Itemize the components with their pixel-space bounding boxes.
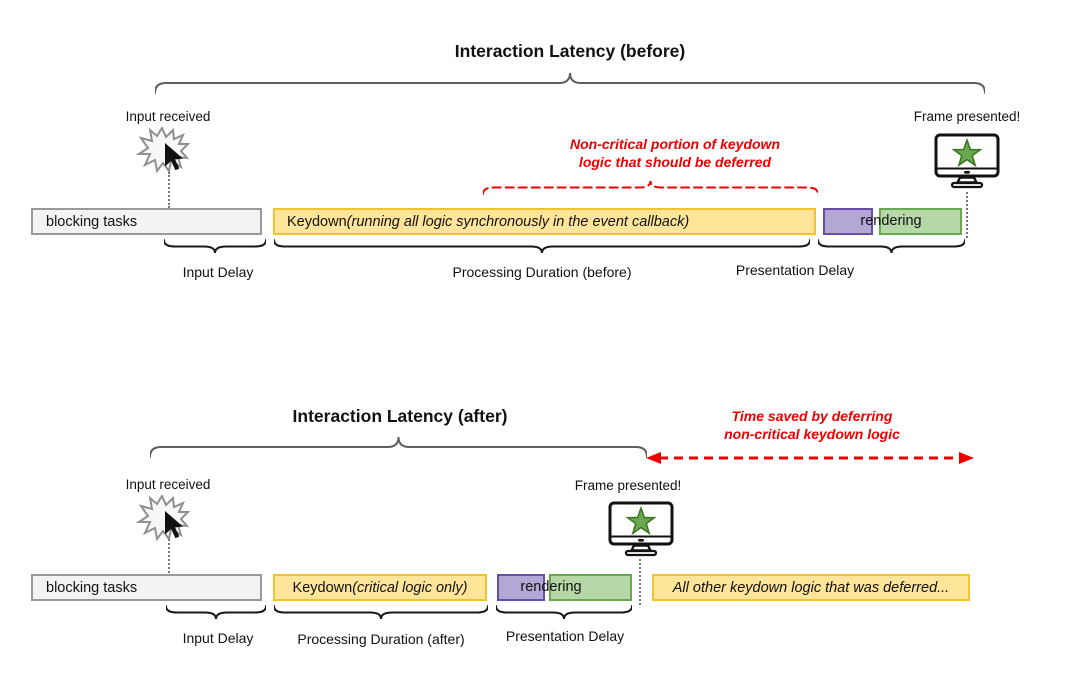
red-dashed-brace [483, 180, 818, 195]
time-saved-arrow [646, 452, 974, 464]
dotted-connector [168, 172, 170, 208]
input-delay-label: Input Delay [182, 264, 254, 280]
monitor-icon [934, 133, 1000, 189]
presentation-delay-brace [818, 239, 965, 254]
after-frame-presented-label: Frame presented! [574, 478, 682, 493]
blocking-tasks-bar: blocking tasks [31, 574, 262, 601]
rendering-label: rendering [860, 213, 922, 229]
presentation-purple-bar [823, 208, 873, 235]
rendering-bar [549, 574, 632, 601]
rendering-label: rendering [520, 579, 582, 595]
click-burst-icon [136, 495, 191, 542]
deferred-keydown-bar: All other keydown logic that was deferre… [652, 574, 970, 601]
processing-duration-brace [274, 239, 810, 254]
star-icon [951, 137, 983, 168]
click-burst-icon [136, 127, 191, 174]
keydown-bar-after: Keydown (critical logic only) [273, 574, 487, 601]
presentation-delay-label: Presentation Delay [735, 262, 855, 278]
presentation-delay-brace [496, 605, 632, 620]
presentation-purple-bar [497, 574, 545, 601]
rendering-bar [879, 208, 962, 235]
input-delay-brace [166, 605, 266, 620]
after-title-brace [150, 436, 647, 458]
before-title: Interaction Latency (before) [454, 41, 686, 61]
monitor-icon [608, 501, 674, 557]
blocking-tasks-bar: blocking tasks [31, 208, 262, 235]
before-frame-presented-label: Frame presented! [913, 109, 1021, 124]
cursor-icon [165, 511, 184, 539]
keydown-bar-before: Keydown (running all logic synchronously… [273, 208, 816, 235]
dotted-connector [966, 192, 968, 238]
processing-duration-label: Processing Duration (before) [452, 264, 632, 280]
before-red-note: Non-critical portion of keydown logic th… [569, 136, 781, 170]
processing-duration-brace [274, 605, 488, 620]
input-delay-label: Input Delay [182, 630, 254, 646]
presentation-delay-label: Presentation Delay [505, 628, 625, 644]
star-icon [625, 505, 657, 536]
dotted-connector [639, 559, 641, 605]
dotted-connector [168, 539, 170, 573]
before-input-received-label: Input received [125, 109, 211, 124]
after-title: Interaction Latency (after) [292, 406, 508, 426]
after-input-received-label: Input received [125, 477, 211, 492]
processing-duration-label: Processing Duration (after) [297, 631, 465, 647]
cursor-icon [165, 143, 184, 171]
input-delay-brace [164, 239, 266, 254]
before-title-brace [155, 72, 985, 94]
after-red-note: Time saved by deferring non-critical key… [724, 408, 900, 442]
